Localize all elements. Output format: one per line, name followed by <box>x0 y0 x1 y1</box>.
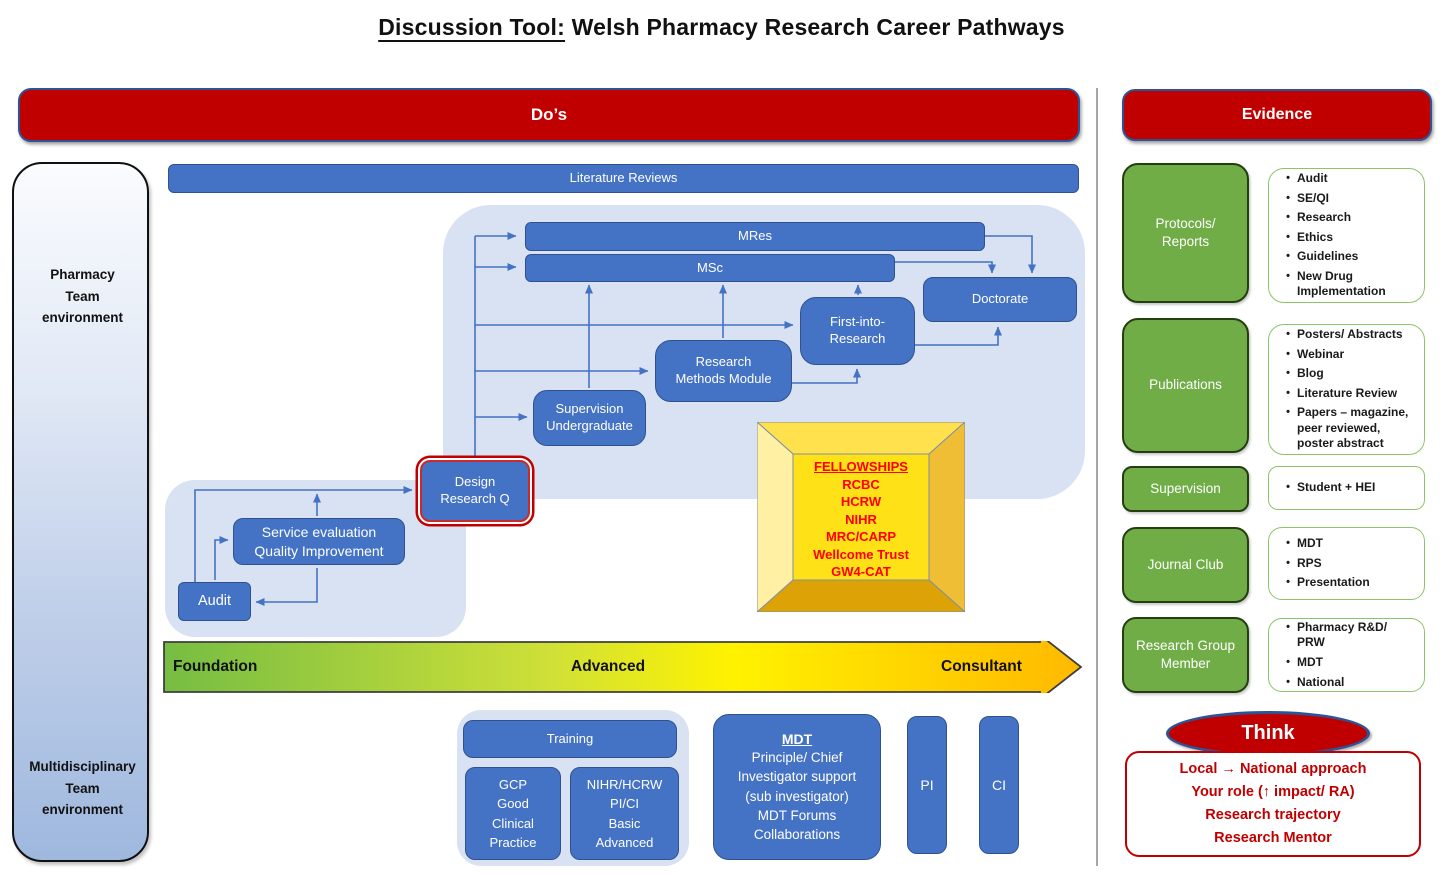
bullet-item: Webinar <box>1279 347 1418 363</box>
supervision-label: Supervision <box>1150 480 1221 496</box>
service-evaluation-label: Service evaluation Quality Improvement <box>254 524 384 559</box>
environment-sidebar: Pharmacy Team environment Multidisciplin… <box>12 162 149 862</box>
research-group-member-box: Research Group Member <box>1122 617 1249 693</box>
publications-evidence-list: Posters/ Abstracts Webinar Blog Literatu… <box>1268 324 1425 455</box>
protocols-reports-evidence-list: Audit SE/QI Research Ethics Guidelines N… <box>1268 168 1425 303</box>
audit-box: Audit <box>178 582 251 621</box>
fellowships-box: FELLOWSHIPS RCBC HCRW NIHR MRC/CARP Well… <box>755 420 967 614</box>
nihr-hcrw-label: NIHR/HCRW PI/CI Basic Advanced <box>586 776 663 851</box>
audit-label: Audit <box>197 593 232 610</box>
dos-banner-label: Do’s <box>530 105 568 124</box>
supervision-undergraduate-label: Supervision Undergraduate <box>546 401 633 433</box>
advanced-label: Advanced <box>571 658 646 675</box>
bullet-item: MDT <box>1279 536 1418 552</box>
career-level-arrow: Foundation Advanced Consultant <box>163 633 1083 701</box>
bullet-item: Literature Review <box>1279 386 1418 402</box>
think-line: Research trajectory <box>1205 807 1341 823</box>
mres-label: MRes <box>738 228 772 244</box>
fellowship-item: RCBC <box>842 476 880 492</box>
design-research-q-label: Design Research Q <box>440 474 510 506</box>
mdt-box: MDT Principle/ Chief Investigator suppor… <box>713 714 881 860</box>
think-line: Research Mentor <box>1214 830 1332 847</box>
dos-banner: Do’s <box>18 88 1080 142</box>
literature-reviews-label: Literature Reviews <box>569 170 678 186</box>
fellowship-item: GW4-CAT <box>831 564 891 579</box>
fellowships-frame <box>755 420 967 614</box>
pi-label: PI <box>920 776 934 793</box>
mres-box: MRes <box>525 222 985 251</box>
bullet-item: SE/QI <box>1279 191 1418 207</box>
evidence-banner-label: Evidence <box>1241 106 1313 123</box>
bullet-item: Pharmacy R&D/ PRW <box>1279 620 1418 651</box>
training-bar: Training <box>463 720 677 758</box>
nihr-hcrw-box: NIHR/HCRW PI/CI Basic Advanced <box>570 767 679 860</box>
research-group-member-label: Research Group Member <box>1135 637 1236 671</box>
bullet-item: Papers – magazine, peer reviewed, poster… <box>1279 405 1418 452</box>
think-box: Local → National approach Your role (↑ i… <box>1125 751 1421 857</box>
msc-label: MSc <box>697 259 723 275</box>
bullet-item: MDT <box>1279 655 1418 671</box>
think-line: Local → National approach <box>1179 760 1367 777</box>
supervision-evidence-list: Student + HEI <box>1268 466 1425 510</box>
research-group-evidence-list: Pharmacy R&D/ PRW MDT National <box>1268 618 1425 692</box>
bullet-item: Research <box>1279 210 1418 226</box>
doctorate-label: Doctorate <box>971 291 1029 307</box>
design-research-q-box: Design Research Q <box>420 460 530 522</box>
research-methods-module-box: Research Methods Module <box>655 340 792 402</box>
bullet-item: National <box>1279 675 1418 691</box>
research-methods-module-label: Research Methods Module <box>675 354 772 386</box>
section-divider <box>1096 88 1098 866</box>
literature-reviews-bar: Literature Reviews <box>168 164 1079 193</box>
protocols-reports-box: Protocols/ Reports <box>1122 163 1249 303</box>
gcp-label: GCP Good Clinical Practice <box>489 776 537 851</box>
bullet-item: Audit <box>1279 171 1418 187</box>
gcp-box: GCP Good Clinical Practice <box>465 767 561 860</box>
evidence-banner: Evidence <box>1122 89 1432 141</box>
bullet-item: Ethics <box>1279 230 1418 246</box>
bullet-item: Student + HEI <box>1279 480 1418 496</box>
training-label: Training <box>546 730 594 746</box>
page-title: Discussion Tool: Welsh Pharmacy Research… <box>0 14 1443 41</box>
fellowship-item: NIHR <box>845 511 877 527</box>
first-into-research-label: First-into- Research <box>829 314 886 346</box>
page-title-rest: Welsh Pharmacy Research Career Pathways <box>565 14 1065 40</box>
service-evaluation-box: Service evaluation Quality Improvement <box>233 518 405 565</box>
ci-label: CI <box>992 776 1006 793</box>
page-title-prefix: Discussion Tool: <box>378 14 565 40</box>
protocols-reports-label: Protocols/ Reports <box>1155 215 1216 249</box>
publications-label: Publications <box>1149 377 1222 393</box>
supervision-box: Supervision <box>1122 466 1249 512</box>
fellowships-text: FELLOWSHIPS RCBC HCRW NIHR MRC/CARP Well… <box>793 458 929 581</box>
fellowships-title: FELLOWSHIPS <box>814 459 908 474</box>
publications-box: Publications <box>1122 318 1249 453</box>
pi-box: PI <box>907 716 947 854</box>
mdt-body: Principle/ Chief Investigator support (s… <box>737 750 857 842</box>
journal-club-box: Journal Club <box>1122 527 1249 603</box>
pharmacy-team-label: Pharmacy Team environment <box>41 267 123 326</box>
think-line: Your role (↑ impact/ RA) <box>1191 783 1355 800</box>
multidisciplinary-team-label: Multidisciplinary Team environment <box>29 759 136 818</box>
doctorate-box: Doctorate <box>923 277 1077 322</box>
bullet-item: RPS <box>1279 556 1418 572</box>
career-arrow-shape <box>163 633 1083 701</box>
fellowship-item: MRC/CARP <box>825 529 897 544</box>
supervision-undergraduate-box: Supervision Undergraduate <box>533 390 646 446</box>
msc-box: MSc <box>525 254 895 282</box>
journal-club-evidence-list: MDT RPS Presentation <box>1268 527 1425 600</box>
journal-club-label: Journal Club <box>1147 556 1224 572</box>
bullet-item: Presentation <box>1279 575 1418 591</box>
first-into-research-box: First-into- Research <box>800 297 915 365</box>
consultant-label: Consultant <box>941 658 1022 675</box>
bullet-item: Guidelines <box>1279 249 1418 265</box>
mdt-title: MDT <box>781 731 813 748</box>
ci-box: CI <box>979 716 1019 854</box>
think-oval: Think <box>1166 711 1370 756</box>
foundation-label: Foundation <box>173 658 258 675</box>
bullet-item: Blog <box>1279 366 1418 382</box>
fellowship-item: Wellcome Trust <box>813 546 909 562</box>
bullet-item: New Drug Implementation <box>1279 269 1418 300</box>
bullet-item: Posters/ Abstracts <box>1279 327 1418 343</box>
fellowship-item: HCRW <box>840 494 882 509</box>
think-title: Think <box>1241 722 1295 744</box>
